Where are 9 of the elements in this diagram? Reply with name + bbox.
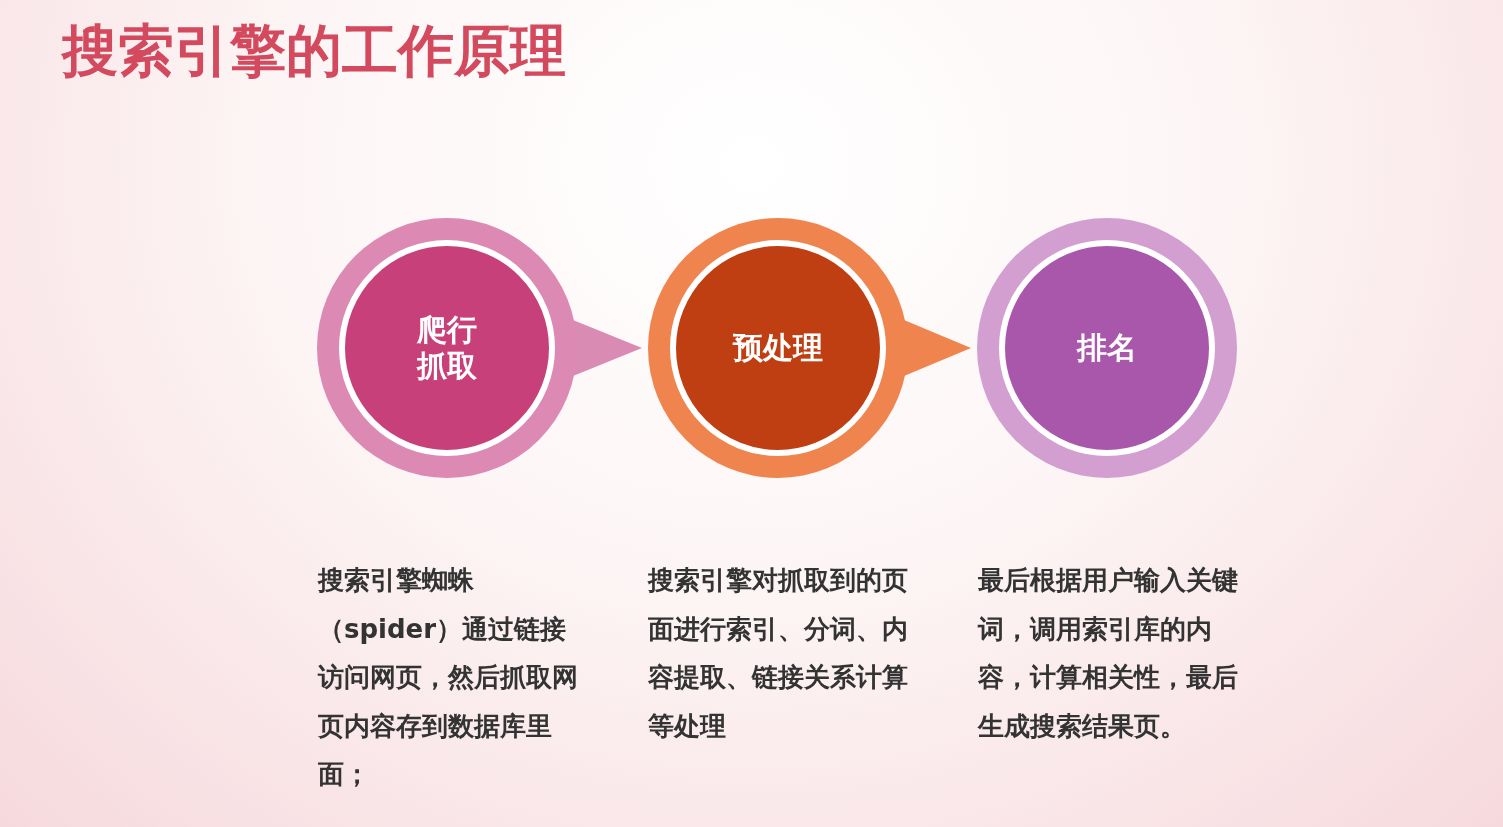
step-description: 搜索引擎对抓取到的页面进行索引、分词、内容提取、链接关系计算等处理 <box>648 564 909 743</box>
pointer-arrow <box>904 320 971 376</box>
pointer-arrow <box>573 320 642 376</box>
page-title: 搜索引擎的工作原理 <box>62 17 566 85</box>
step-title: 爬行抓取 <box>415 312 478 384</box>
step-description: 最后根据用户输入关键词，调用索引库的内容，计算相关性，最后生成搜索结果页。 <box>978 564 1239 743</box>
step-title: 排名 <box>1077 330 1137 366</box>
step-description: 搜索引擎蜘蛛（spider）通过链接访问网页，然后抓取网页内容存到数据库里面； <box>318 564 579 791</box>
step-title: 预处理 <box>733 330 823 366</box>
